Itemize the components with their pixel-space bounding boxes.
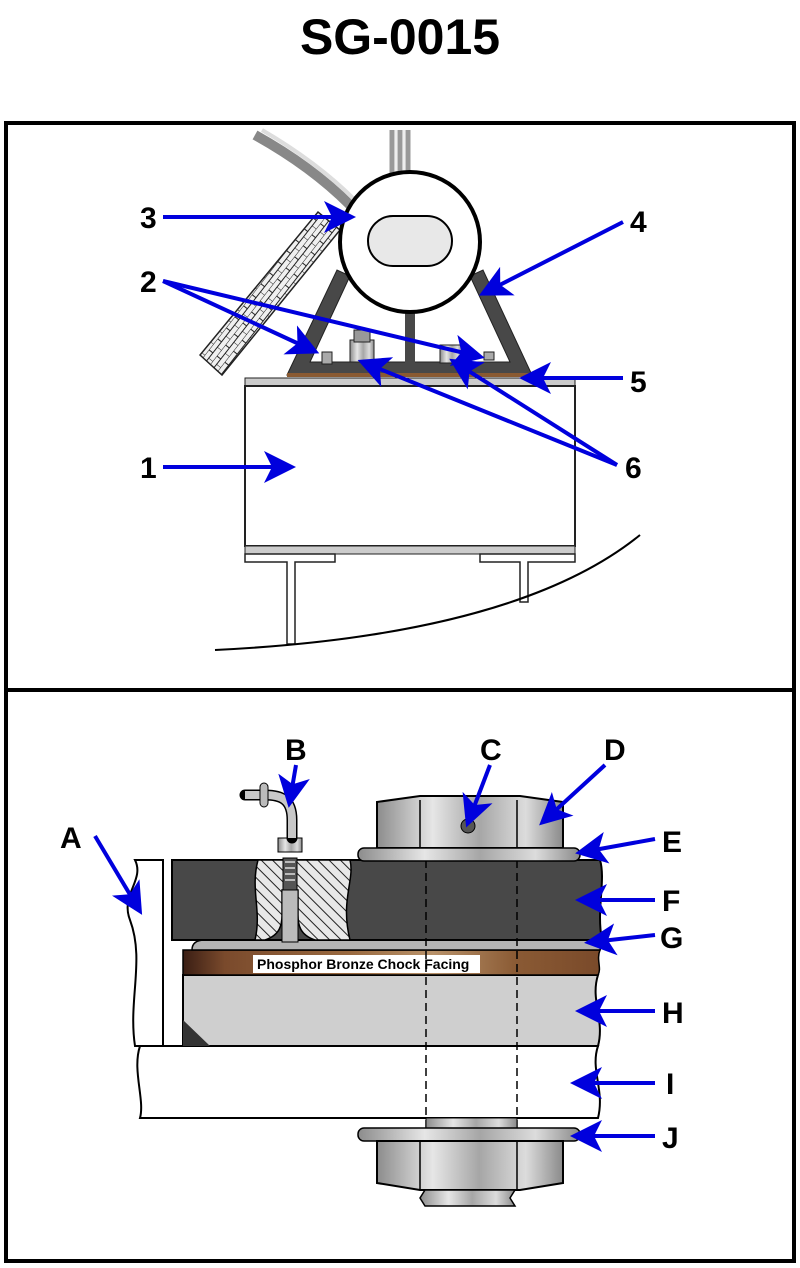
arrow-G	[584, 923, 656, 956]
trunk-opening	[367, 215, 453, 267]
arrow-2b	[162, 279, 485, 366]
deck-plate	[136, 1045, 601, 1119]
label-3: 3	[140, 202, 157, 235]
label-A: A	[60, 822, 82, 855]
arrow-6b	[449, 358, 619, 467]
label-J: J	[662, 1122, 679, 1155]
side-plate	[126, 859, 164, 1047]
chock-facing-strip	[287, 373, 532, 377]
label-6: 6	[625, 452, 642, 485]
arrow-C	[462, 764, 493, 828]
cotter-pin-hole	[460, 818, 476, 834]
label-5: 5	[630, 366, 647, 399]
arrow-E	[575, 831, 656, 864]
label-1: 1	[140, 452, 157, 485]
label-E: E	[662, 826, 682, 859]
arrow-B	[278, 764, 310, 808]
top-washer	[357, 847, 581, 862]
top-panel: 1 2 3 4 5 6	[140, 128, 647, 651]
shim-plate	[191, 939, 603, 951]
arrow-4	[478, 220, 624, 296]
caption-bg	[253, 955, 480, 973]
foundation-seat	[244, 385, 576, 547]
label-D: D	[604, 734, 626, 767]
grease-fitting-right	[483, 351, 495, 361]
foundation-block	[182, 974, 601, 1047]
hatched-section	[254, 859, 352, 941]
hull-curve	[214, 534, 641, 651]
callout-arrows-bottom	[93, 763, 656, 1152]
bottom-nut	[376, 1140, 564, 1207]
label-B: B	[285, 734, 307, 767]
label-H: H	[662, 997, 684, 1030]
bottom-flange	[244, 545, 576, 555]
bottom-panel: Phosphor Bronze Chock Facing	[60, 734, 684, 1207]
bolt-shank	[425, 1117, 518, 1129]
bronze-caption: Phosphor Bronze Chock Facing	[257, 956, 469, 972]
label-2: 2	[140, 266, 157, 299]
label-G: G	[660, 922, 683, 955]
label-C: C	[480, 734, 502, 767]
support-bracket	[286, 269, 533, 376]
grease-channel	[281, 889, 299, 943]
callout-arrows-top	[162, 201, 624, 483]
diagram-title: SG-0015	[299, 9, 501, 65]
label-F: F	[662, 885, 680, 918]
label-4: 4	[630, 206, 647, 239]
arrow-2a	[162, 279, 320, 355]
bottom-washer	[357, 1127, 581, 1142]
arrow-A	[93, 834, 143, 915]
arrow-D	[539, 763, 607, 826]
label-I: I	[666, 1068, 674, 1101]
grease-fitting-left	[321, 351, 333, 365]
weld-fillet	[183, 1020, 210, 1046]
top-nut	[376, 795, 564, 849]
girder-left	[244, 553, 336, 645]
steel-chock	[171, 859, 604, 941]
girder-right	[479, 553, 576, 603]
arrow-6a	[357, 357, 618, 467]
